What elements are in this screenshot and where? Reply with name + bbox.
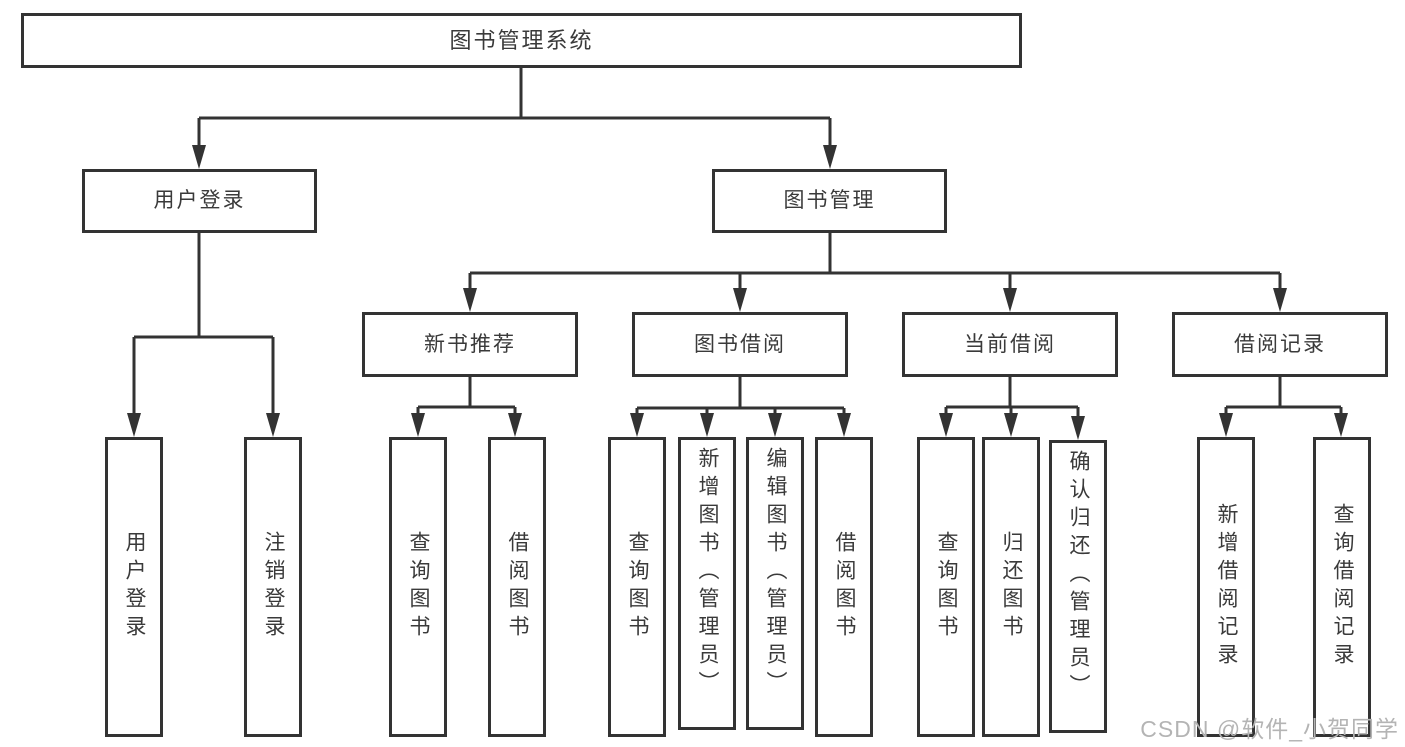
node-book-borrowing: 图书借阅 <box>632 312 848 377</box>
arrowhead-icons <box>127 145 1348 440</box>
node-current-borrowing: 当前借阅 <box>902 312 1118 377</box>
node-library-management-system: 图书管理系统 <box>21 13 1022 68</box>
watermark-csdn: CSDN @软件_小贺同学 <box>1140 716 1399 742</box>
node-borrowing-records: 借阅记录 <box>1172 312 1388 377</box>
node-return-books: 归还图书 <box>982 437 1040 737</box>
node-confirm-return-admin: 确认归还（管理员） <box>1049 440 1107 733</box>
node-query-books-3: 查询图书 <box>917 437 975 737</box>
node-add-books-admin: 新增图书（管理员） <box>678 437 736 730</box>
node-user-login-leaf: 用户登录 <box>105 437 163 737</box>
node-query-books-1: 查询图书 <box>389 437 447 737</box>
node-borrow-books-1: 借阅图书 <box>488 437 546 737</box>
node-user-login: 用户登录 <box>82 169 317 233</box>
node-logout: 注销登录 <box>244 437 302 737</box>
node-add-borrow-record: 新增借阅记录 <box>1197 437 1255 737</box>
node-query-books-2: 查询图书 <box>608 437 666 737</box>
node-edit-books-admin: 编辑图书（管理员） <box>746 437 804 730</box>
node-borrow-books-2: 借阅图书 <box>815 437 873 737</box>
node-book-management: 图书管理 <box>712 169 947 233</box>
node-query-borrow-record: 查询借阅记录 <box>1313 437 1371 737</box>
node-new-book-recommendation: 新书推荐 <box>362 312 578 377</box>
